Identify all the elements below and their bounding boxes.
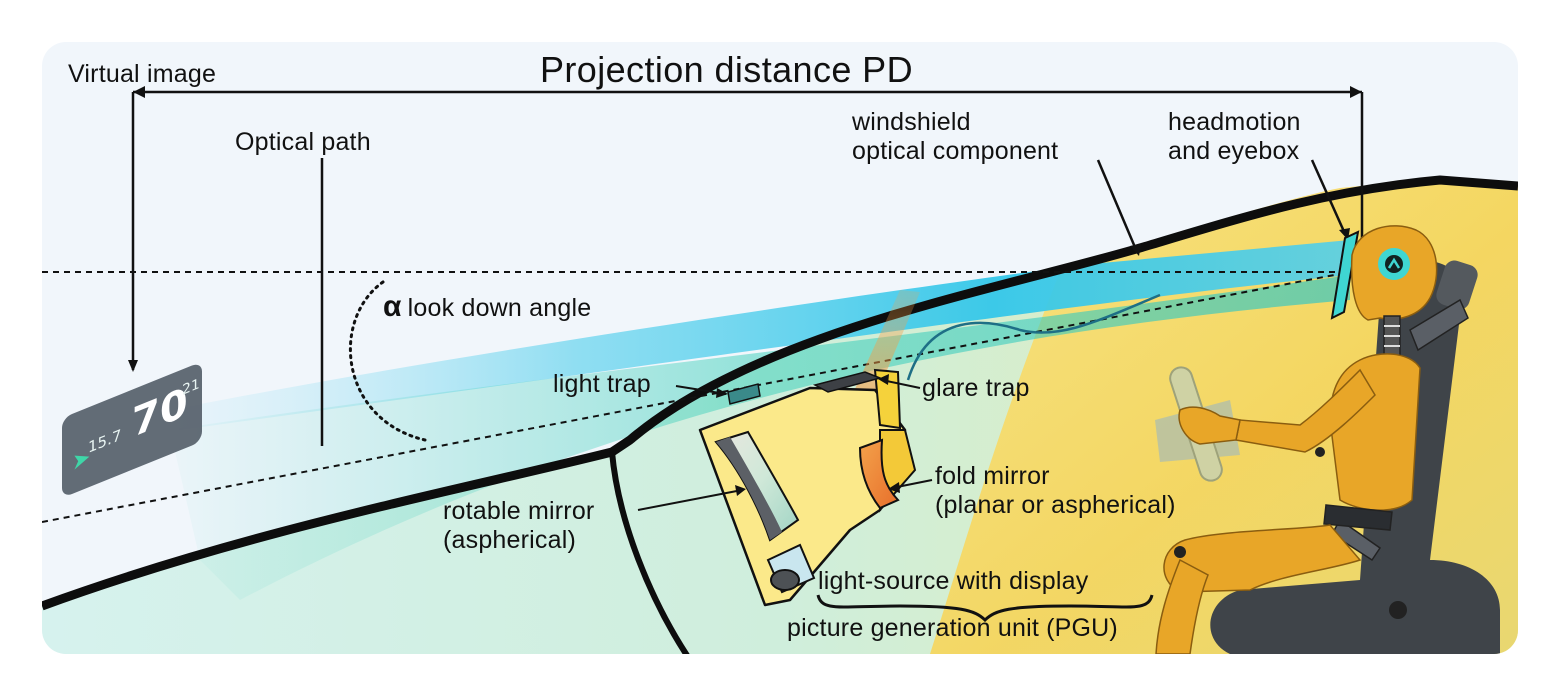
crash-test-dummy <box>1155 225 1469 654</box>
label-virtual-image: Virtual image <box>68 60 217 88</box>
virtual-image-panel <box>62 364 202 495</box>
headmotion-line2: and eyebox <box>1168 137 1300 165</box>
hud-arrow-icon: ➤ <box>72 444 91 477</box>
label-light-trap: light trap <box>553 370 651 398</box>
car-seat <box>1210 260 1500 654</box>
label-light-source: light-source with display <box>818 567 1089 595</box>
light-beam-lower <box>170 275 1350 600</box>
angle-arc <box>349 280 427 442</box>
fold-mirror <box>858 438 900 510</box>
pgu-brace <box>816 594 1154 623</box>
label-fold-mirror: fold mirror (planar or aspherical) <box>935 462 1176 520</box>
hud-speed: 70 <box>132 378 188 448</box>
alpha-symbol: α <box>383 290 402 323</box>
fold-mirror-line2: (planar or aspherical) <box>935 491 1176 519</box>
label-windshield: windshield optical component <box>852 108 1058 166</box>
glare-trap <box>812 371 883 393</box>
pgu-housing <box>698 368 917 607</box>
rotable-mirror-line2: (aspherical) <box>443 526 577 554</box>
look-down-text: look down angle <box>407 294 592 322</box>
hud-left-value: 15.7 <box>88 425 122 458</box>
label-glare-trap: glare trap <box>922 374 1030 402</box>
rotable-mirror-line1: rotable mirror <box>443 497 595 525</box>
label-optical-path: Optical path <box>235 128 371 156</box>
light-source-display <box>766 543 816 594</box>
light-trap <box>727 383 761 405</box>
page-title: Projection distance PD <box>540 49 913 90</box>
windshield-line2: optical component <box>852 137 1059 165</box>
light-beam-upper <box>160 240 1350 430</box>
reflection-curve <box>906 293 1161 381</box>
label-pgu: picture generation unit (PGU) <box>787 614 1118 642</box>
label-rotable-mirror: rotable mirror (aspherical) <box>443 497 594 555</box>
headmotion-line1: headmotion <box>1168 108 1301 136</box>
windshield-line1: windshield <box>852 108 971 136</box>
cowl-line <box>609 451 693 654</box>
label-headmotion: headmotion and eyebox <box>1168 108 1301 166</box>
windshield-line <box>42 175 1518 611</box>
fold-mirror-line1: fold mirror <box>935 462 1050 490</box>
look-down-line <box>42 271 1351 523</box>
eyebox <box>1330 230 1360 320</box>
